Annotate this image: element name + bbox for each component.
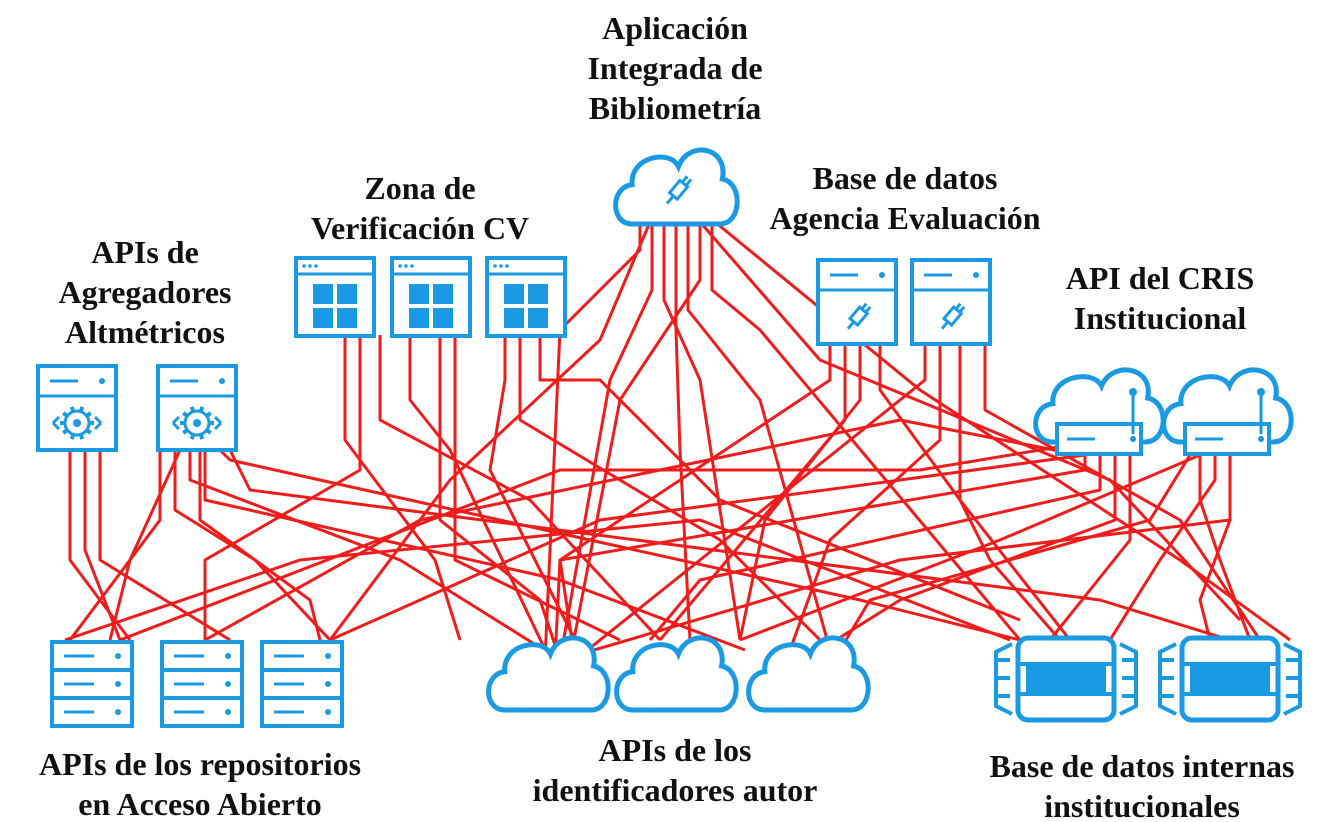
repo-server-stack-icon-3 [260,640,344,728]
connection-line-14 [408,335,552,661]
cris-cloud-server-icon-1 [1033,367,1166,456]
connection-line-51 [559,518,1231,662]
connection-line-34 [203,450,746,652]
connection-line-38 [108,449,182,641]
id-cloud-icon-1 [486,635,611,713]
app-cloud-plug-icon [613,147,740,227]
connection-line-19 [538,335,1021,622]
label-cv: Zona de Verificación CV [310,170,530,246]
connection-line-25 [788,342,942,651]
connection-line-3 [662,222,742,641]
connection-line-23 [878,342,1072,641]
node-icons [36,147,1302,728]
altmetric-server-icon-2 [156,364,238,452]
connection-line-49 [64,518,1011,642]
connection-line-43 [1198,455,1252,641]
id-cloud-icon-3 [746,635,871,713]
connection-line-37 [198,450,322,641]
gear-icon [51,406,103,440]
agency-server-icon-1 [816,258,898,346]
repo-server-stack-icon-1 [50,640,134,728]
connection-line-27 [983,342,1262,641]
label-cris: API del CRIS Institucional [1065,260,1255,336]
connection-line-30 [98,450,231,642]
connection-line-15 [438,335,562,661]
plug-icon [846,302,872,330]
connection-line-26 [958,342,1062,641]
connection-line-18 [518,335,832,652]
connection-line-35 [218,448,1021,642]
connection-line-44 [1108,455,1217,641]
label-app: Aplicación Integrada de Bibliometría [587,10,763,126]
connection-line-1 [543,222,642,661]
label-repos: APIs de los repositorios en Acceso Abier… [38,746,362,822]
connection-line-48 [204,418,1081,642]
cv-window-icon-1 [294,256,376,338]
connection-line-22 [738,342,862,641]
connection-line-11 [343,335,462,641]
gear-icon [171,406,223,440]
id-cloud-icon-2 [614,635,739,713]
connection-line-5 [686,222,832,651]
label-internal: Base de datos internas institucionales [989,748,1295,822]
label-ids: APIs de los identificadores autor [532,732,818,808]
internal-database-icon-1 [994,635,1138,723]
connection-line-8 [328,221,652,641]
connection-line-16 [453,335,621,642]
connection-line-47 [119,438,1101,642]
connection-line-2 [558,222,654,661]
label-altmetric: APIs de Agregadores Altmétricos [58,234,232,350]
connection-line-31 [68,450,162,641]
cv-window-icon-3 [485,256,567,338]
internal-database-icon-2 [1158,635,1302,723]
connection-lines [64,220,1291,662]
repo-server-stack-icon-2 [160,640,244,728]
connection-line-50 [329,453,1086,642]
plug-icon [665,175,693,205]
cv-window-icon-2 [390,256,472,338]
agency-server-icon-2 [910,258,992,346]
connection-line-32 [173,450,332,642]
label-agency: Base de datos Agencia Evaluación [769,160,1041,236]
connection-line-40 [648,455,1102,641]
connection-line-52 [739,453,1201,642]
connection-line-39 [558,455,1087,661]
altmetric-server-icon-1 [36,364,118,452]
connection-line-29 [83,450,122,641]
connection-line-46 [838,454,1192,651]
connection-line-45 [1198,455,1232,641]
plug-icon [940,302,966,330]
cris-cloud-server-icon-2 [1161,367,1294,456]
connection-line-36 [228,449,1231,642]
connection-line-17 [488,335,587,661]
